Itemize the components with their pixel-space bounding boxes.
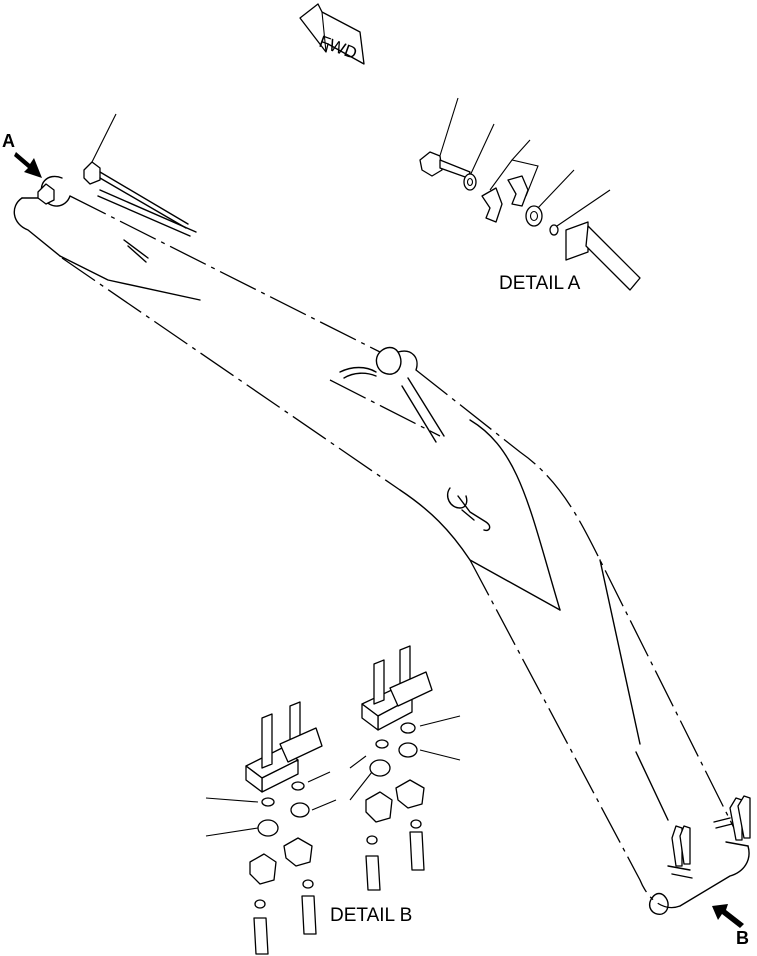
boom-arm [13, 175, 751, 915]
fwd-arrow: FWD [299, 3, 365, 65]
detail-a-label: DETAIL A [499, 273, 581, 294]
detail-a-parts [419, 151, 641, 291]
view-arrow-a: A [2, 131, 42, 178]
detail-b-parts [245, 645, 433, 955]
view-b-label: B [736, 928, 749, 948]
leader-lines [91, 97, 611, 837]
detail-b-label: DETAIL B [330, 905, 412, 926]
view-arrow-b: B [712, 904, 749, 948]
view-a-label: A [2, 131, 15, 151]
